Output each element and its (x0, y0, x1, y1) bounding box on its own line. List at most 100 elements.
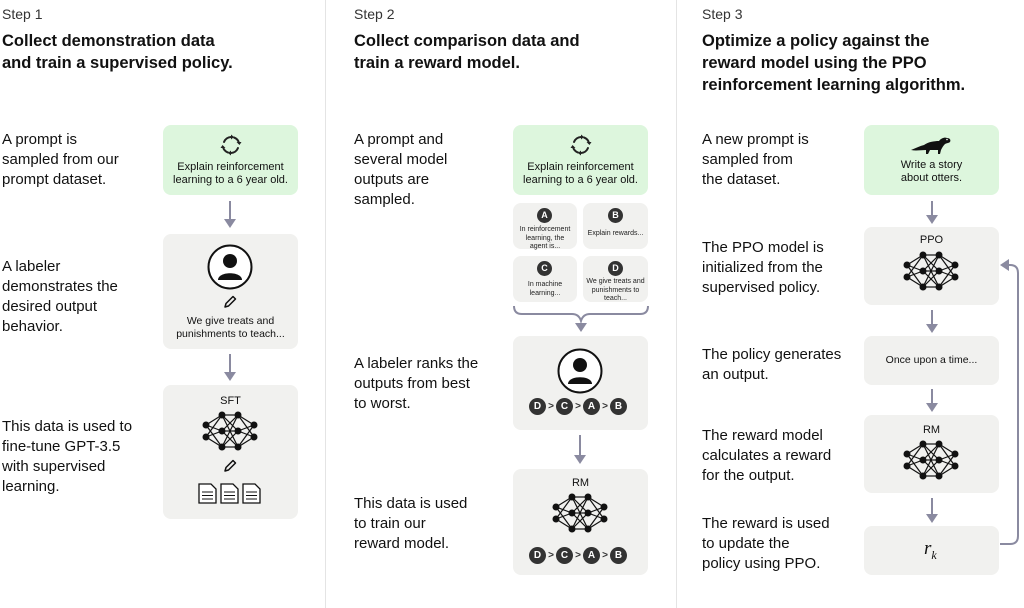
down-arrow (926, 201, 938, 224)
demonstration-text: We give treats and punishments to teach.… (163, 315, 298, 341)
desc-line: an output. (702, 366, 769, 383)
desc-line: prompt dataset. (2, 171, 107, 188)
description: The reward is used to update the policy … (702, 514, 830, 574)
rank-badge: B (610, 547, 627, 564)
output-letter-badge: D (608, 261, 623, 276)
desc-line: initialized from the (702, 259, 823, 276)
bracket-arrow (513, 305, 649, 332)
prompt-line: about otters. (900, 172, 963, 184)
description: The policy generates an output. (702, 345, 841, 385)
documents-icon (198, 483, 261, 504)
prompt-box: Explain reinforcement learning to a 6 ye… (163, 125, 298, 195)
rank-separator: > (548, 401, 554, 412)
desc-line: The PPO model is (702, 239, 824, 256)
desc-line: A prompt and (354, 131, 444, 148)
desc-line: supervised policy. (702, 279, 821, 296)
reward-model-box: RM (864, 415, 999, 493)
desc-line: The policy generates (702, 346, 842, 363)
column-divider (676, 0, 677, 608)
demo-line: We give treats and (186, 315, 275, 327)
down-arrow (574, 435, 586, 464)
desc-line: A prompt is (2, 131, 78, 148)
prompt-text: Explain reinforcement learning to a 6 ye… (163, 161, 298, 187)
neural-network-icon (903, 440, 959, 480)
desc-line: several model (354, 151, 448, 168)
rank-separator: > (602, 550, 608, 561)
policy-output-box: Once upon a time... (864, 336, 999, 385)
desc-line: behavior. (2, 318, 63, 335)
policy-output-text: Once upon a time... (885, 354, 978, 366)
desc-line: The reward model (702, 427, 823, 444)
desc-line: sampled from our (2, 151, 119, 168)
step-label: Step 1 (2, 6, 43, 22)
desc-line: to train our (354, 515, 426, 532)
down-arrow (224, 201, 236, 228)
pencil-icon (224, 459, 237, 472)
prompt-line: learning to a 6 year old. (173, 174, 288, 186)
prompt-box: Write a story about otters. (864, 125, 999, 195)
ranking-order: D > C > A > B (513, 398, 648, 415)
heading-line: Collect comparison data and (354, 32, 580, 50)
output-line: learning, the (525, 234, 565, 242)
rank-separator: > (548, 550, 554, 561)
demo-line: punishments to teach... (176, 328, 285, 340)
labeler-avatar-icon (207, 244, 253, 290)
prompt-box: Explain reinforcement learning to a 6 ye… (513, 125, 648, 195)
description: The reward model calculates a reward for… (702, 426, 831, 486)
description: A prompt and several model outputs are s… (354, 130, 447, 210)
heading-line: Collect demonstration data (2, 32, 215, 50)
refresh-icon (220, 134, 242, 156)
ppo-label: PPO (919, 234, 944, 246)
output-line: Explain rewards... (587, 230, 644, 237)
desc-line: learning. (2, 478, 60, 495)
rank-badge: C (556, 547, 573, 564)
neural-network-icon (202, 411, 258, 451)
rank-badge: A (583, 398, 600, 415)
desc-line: fine-tune GPT-3.5 (2, 438, 121, 455)
description: A labeler ranks the outputs from best to… (354, 354, 478, 414)
output-card-b: B Explain rewards... (583, 203, 648, 249)
rank-separator: > (575, 401, 581, 412)
neural-network-icon (903, 251, 959, 291)
desc-line: A labeler ranks the (354, 355, 479, 372)
prompt-text: Explain reinforcement learning to a 6 ye… (513, 161, 648, 187)
desc-line: This data is used to (2, 418, 133, 435)
reward-box: rk (864, 526, 999, 575)
rank-badge: A (583, 547, 600, 564)
desc-line: desired output (2, 298, 98, 315)
down-arrow (926, 389, 938, 412)
output-text: We give treats and punishments to teach.… (583, 278, 648, 304)
ranking-order: D > C > A > B (513, 547, 648, 564)
desc-line: sampled. (354, 191, 415, 208)
output-text: In reinforcement learning, the agent is.… (513, 226, 577, 252)
labeler-avatar-icon (557, 348, 603, 394)
neural-network-icon (552, 493, 608, 533)
rank-badge: D (529, 547, 546, 564)
output-line: learning... (529, 289, 561, 297)
heading-line: reward model using the PPO (702, 54, 927, 72)
output-text: Explain rewards... (583, 230, 648, 239)
reward-model-box: RM D > C > A > B (513, 469, 648, 575)
heading-line: reinforcement learning algorithm. (702, 76, 966, 94)
desc-line: outputs from best (354, 375, 470, 392)
output-letter-badge: A (537, 208, 552, 223)
output-line: We give treats and (586, 278, 645, 285)
desc-line: to worst. (354, 395, 411, 412)
desc-line: policy using PPO. (702, 555, 821, 572)
output-card-a: A In reinforcement learning, the agent i… (513, 203, 577, 252)
reward-symbol: rk (924, 538, 937, 563)
rank-badge: B (610, 398, 627, 415)
rank-separator: > (575, 550, 581, 561)
refresh-icon (570, 134, 592, 156)
desc-line: This data is used (354, 495, 468, 512)
step-heading: Collect comparison data and train a rewa… (354, 30, 580, 74)
output-line: In reinforcement (519, 226, 571, 233)
description: This data is used to fine-tune GPT-3.5 w… (2, 417, 132, 497)
desc-line: calculates a reward (702, 447, 832, 464)
description: A new prompt is sampled from the dataset… (702, 130, 809, 190)
description: This data is used to train our reward mo… (354, 494, 467, 554)
desc-line: sampled from (702, 151, 793, 168)
prompt-line: Explain reinforcement (527, 161, 634, 173)
rank-badge: C (556, 398, 573, 415)
down-arrow (926, 310, 938, 333)
